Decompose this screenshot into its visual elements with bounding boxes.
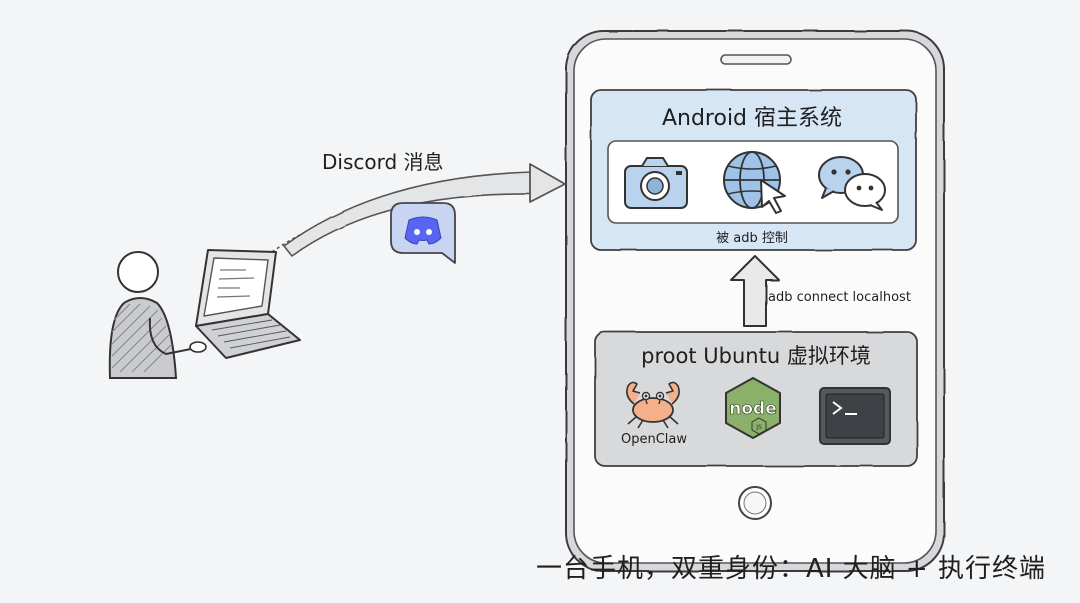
proot-ubuntu-title: proot Ubuntu 虚拟环境 (641, 344, 871, 368)
discord-icon (390, 202, 456, 264)
svg-text:node: node (729, 399, 776, 419)
message-arrow (271, 163, 566, 257)
discord-message-label: Discord 消息 (322, 150, 444, 174)
adb-up-arrow (730, 255, 780, 327)
person-with-laptop (108, 249, 301, 379)
svg-text:JS: JS (755, 424, 762, 431)
openclaw-crab-icon (626, 381, 680, 429)
terminal-icon (819, 387, 891, 445)
tagline: 一台手机，双重身份：AI 大脑 + 执行终端 (535, 554, 1046, 584)
camera-icon (624, 157, 688, 209)
adb-connect-label: adb connect localhost (768, 290, 911, 305)
nodejs-icon: node JS (725, 377, 781, 439)
adb-controlled-caption: 被 adb 控制 (716, 231, 788, 246)
globe-cursor-icon (723, 151, 786, 214)
android-host-title: Android 宿主系统 (661, 106, 843, 131)
openclaw-label: OpenClaw (620, 432, 687, 447)
wechat-icon (818, 156, 886, 211)
